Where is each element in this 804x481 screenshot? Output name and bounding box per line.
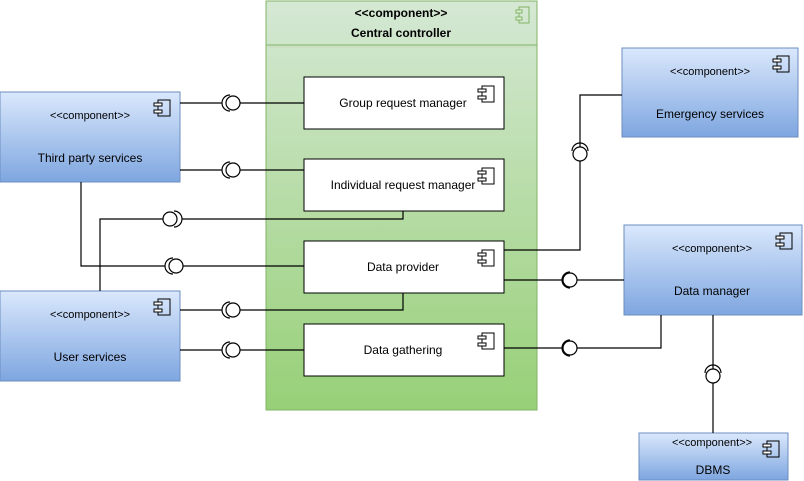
user-services-label: User services bbox=[54, 350, 127, 364]
individual-request-manager[interactable]: Individual request manager bbox=[303, 158, 505, 212]
controller-title: Central controller bbox=[351, 26, 451, 40]
data-gathering-label: Data gathering bbox=[364, 343, 443, 357]
connector-third-party-provider bbox=[80, 182, 304, 275]
connector-provider-user bbox=[180, 293, 404, 319]
user-services[interactable]: <<component>> User services bbox=[0, 290, 181, 382]
dbms-stereotype: <<component>> bbox=[672, 437, 752, 449]
connector-third-party-individual bbox=[180, 161, 304, 179]
third-party-stereotype: <<component>> bbox=[50, 110, 130, 122]
connectors bbox=[80, 94, 722, 433]
dbms-label: DBMS bbox=[696, 463, 731, 477]
user-services-stereotype: <<component>> bbox=[50, 309, 130, 321]
data-manager-label: Data manager bbox=[674, 284, 750, 298]
group-request-manager[interactable]: Group request manager bbox=[303, 76, 505, 130]
connector-manager-dbms bbox=[704, 315, 722, 433]
data-provider[interactable]: Data provider bbox=[303, 240, 505, 294]
emergency-label: Emergency services bbox=[656, 107, 764, 121]
dbms[interactable]: <<component>> DBMS bbox=[638, 432, 789, 481]
connector-gathering-manager bbox=[504, 315, 662, 357]
group-request-manager-label: Group request manager bbox=[339, 96, 466, 110]
connector-third-party-group bbox=[180, 94, 304, 112]
controller-stereotype: <<component>> bbox=[355, 6, 448, 20]
emergency-stereotype: <<component>> bbox=[670, 66, 750, 78]
data-manager[interactable]: <<component>> Data manager bbox=[623, 224, 803, 316]
third-party-label: Third party services bbox=[38, 151, 143, 165]
connector-individual-user bbox=[99, 210, 404, 291]
data-provider-label: Data provider bbox=[367, 260, 439, 274]
connector-user-gathering bbox=[180, 341, 304, 359]
connector-provider-manager bbox=[504, 271, 624, 289]
third-party-services[interactable]: <<component>> Third party services bbox=[0, 91, 181, 183]
data-manager-stereotype: <<component>> bbox=[672, 243, 752, 255]
connector-provider-emergency bbox=[504, 94, 622, 251]
data-gathering[interactable]: Data gathering bbox=[303, 323, 505, 377]
individual-request-manager-label: Individual request manager bbox=[331, 178, 476, 192]
emergency-services[interactable]: <<component>> Emergency services bbox=[621, 47, 799, 138]
